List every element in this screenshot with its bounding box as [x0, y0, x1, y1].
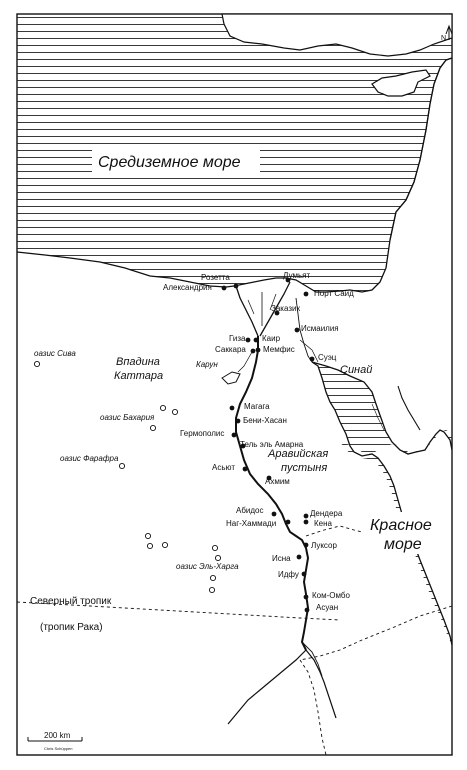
siwa-label: оазис Сива	[34, 349, 76, 358]
hermopolis-label: Гермополис	[180, 429, 224, 438]
qena-label: Кена	[314, 519, 333, 528]
arabian-desert-label-line2: пустыня	[281, 462, 327, 474]
beni-hasan-label: Бени-Хасан	[243, 416, 287, 425]
turkey-coast	[221, 13, 453, 57]
bahariya-label: оазис Бахария	[100, 413, 155, 422]
sinai-label: Синай	[340, 364, 372, 376]
qattara-label-line2: Каттара	[114, 370, 163, 382]
saqqara-label: Саккара	[215, 345, 246, 354]
credit-label: Chris Schüppen	[44, 746, 72, 751]
oases-markers	[33, 360, 222, 594]
aswan-label: Асуан	[316, 603, 338, 612]
esna-label: Исна	[272, 554, 291, 563]
kharga-label: оазис Эль-Харга	[176, 562, 239, 571]
city-markers	[221, 277, 315, 613]
north-arrow: N	[441, 24, 453, 42]
ismailia-label: Исмаилия	[301, 324, 339, 333]
qattara-label-line1: Впадина	[116, 356, 160, 368]
damietta-label: Думьят	[283, 271, 311, 280]
red-sea-label-line2: море	[384, 536, 422, 553]
port-said-label: Порт Саид	[314, 289, 354, 298]
mediterranean-label-bg	[92, 149, 260, 173]
abydos-label: Абидос	[236, 506, 264, 515]
amarna-label: Тель эль Амарна	[240, 440, 304, 449]
giza-label: Гиза	[229, 334, 246, 343]
zagazig-label: Заказик	[271, 304, 300, 313]
edfu-label: Идфу	[278, 570, 299, 579]
nile-river	[221, 281, 385, 725]
rosetta-label: Розетта	[201, 273, 230, 282]
scale-label: 200 km	[44, 731, 71, 740]
kom-ombo-label: Ком-Омбо	[312, 591, 350, 600]
mediterranean-label: Средиземное море	[98, 154, 241, 171]
suez-label: Суэц	[318, 353, 337, 362]
arabian-desert-label-line1: Аравийская	[267, 448, 328, 460]
alexandria-label: Александрия	[163, 283, 212, 292]
red-sea-label-line1: Красное	[370, 517, 432, 534]
maghaga-label: Магага	[244, 402, 270, 411]
place-labels: Розетта Александрия Думьят Порт Саид Зак…	[163, 271, 354, 612]
north-label: N	[441, 35, 446, 42]
farafra-label: оазис Фарафра	[60, 454, 119, 463]
memphis-label: Мемфис	[263, 345, 295, 354]
lake-nasser	[301, 641, 323, 677]
nag-hammadi-label: Наг-Хаммади	[226, 519, 276, 528]
levant-coast	[389, 57, 453, 241]
dendera-label: Дендера	[310, 509, 343, 518]
scale-bar: 200 km Chris Schüppen	[27, 731, 83, 751]
akhmim-label: Ахмим	[265, 477, 290, 486]
red-sea-label-bg	[366, 512, 448, 554]
cairo-label: Каир	[262, 334, 281, 343]
karun-label: Карун	[196, 360, 218, 369]
borders	[16, 525, 453, 756]
tropic-label-line1: Северный тропик	[30, 596, 112, 607]
luxor-label: Луксор	[311, 541, 337, 550]
asyut-label: Асьют	[212, 463, 235, 472]
cyprus-island	[371, 69, 431, 97]
tropic-label-line2: (тропик Рака)	[40, 622, 103, 633]
